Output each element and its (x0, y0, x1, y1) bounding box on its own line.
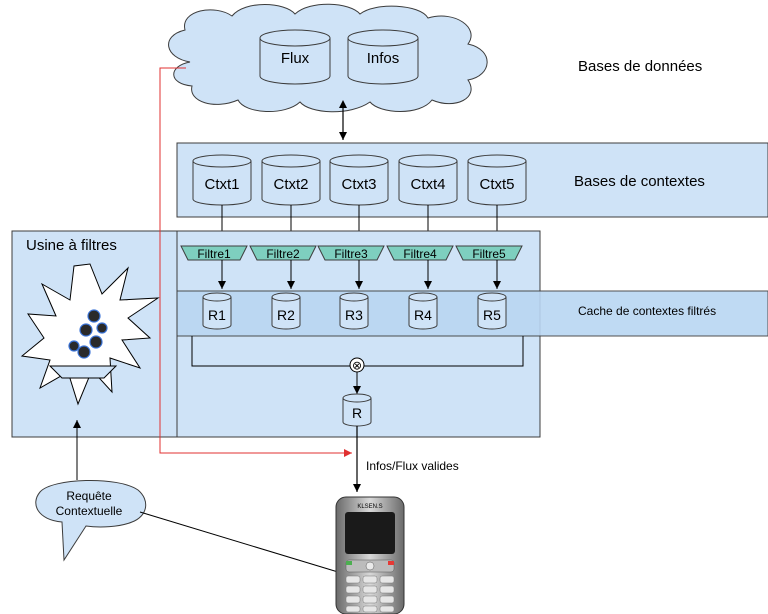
cache-db-1: R1 (202, 292, 232, 330)
context-db-3: Ctxt3 (329, 154, 389, 206)
bypass-red-line (159, 67, 352, 457)
filter-3: Filtre3 (317, 245, 385, 261)
cache-label: Cache de contextes filtrés (578, 304, 716, 318)
filter-label: Filtre3 (334, 247, 368, 261)
filter-label: Filtre2 (266, 247, 300, 261)
contexts-label: Bases de contextes (574, 173, 705, 190)
cache-db-4: R4 (408, 292, 438, 330)
mobile-phone-icon: KLSEN.S (335, 496, 405, 614)
cache-db-label: R3 (345, 307, 363, 323)
filter-label: Filtre5 (472, 247, 506, 261)
context-db-1: Ctxt1 (192, 154, 252, 206)
context-db-label: Ctxt1 (204, 176, 239, 193)
request-phone-line (139, 511, 339, 573)
cache-db-3: R3 (339, 292, 369, 330)
cache-db-label: R5 (483, 307, 501, 323)
filter-label: Filtre4 (403, 247, 437, 261)
database-flux: Flux (259, 29, 331, 85)
gears-burst-icon (20, 263, 160, 406)
database-infos: Infos (347, 29, 419, 85)
context-db-5: Ctxt5 (467, 154, 527, 206)
phone-brand: KLSEN.S (357, 504, 382, 510)
context-db-label: Ctxt3 (341, 176, 376, 193)
filter-4: Filtre4 (386, 245, 454, 261)
cache-db-label: R4 (414, 307, 432, 323)
result-cylinder: R (342, 393, 372, 427)
factory-title: Usine à filtres (26, 237, 117, 254)
cache-db-label: R1 (208, 307, 226, 323)
cache-db-2: R2 (271, 292, 301, 330)
cache-db-5: R5 (477, 292, 507, 330)
request-line2: Contextuelle (56, 504, 123, 518)
database-flux-label: Flux (281, 50, 310, 67)
filter-label: Filtre1 (197, 247, 231, 261)
request-bubble: Requête Contextuelle (35, 479, 147, 562)
output-label: Infos/Flux valides (366, 459, 459, 473)
context-db-4: Ctxt4 (398, 154, 458, 206)
cache-db-label: R2 (277, 307, 295, 323)
filter-1: Filtre1 (180, 245, 248, 261)
result-label: R (352, 405, 362, 421)
context-db-label: Ctxt4 (410, 176, 445, 193)
databases-label: Bases de données (578, 58, 702, 75)
context-db-2: Ctxt2 (261, 154, 321, 206)
context-db-label: Ctxt5 (479, 176, 514, 193)
merge-operator-symbol: ⊗ (352, 359, 362, 373)
database-infos-label: Infos (367, 50, 400, 67)
filter-5: Filtre5 (455, 245, 523, 261)
filter-2: Filtre2 (249, 245, 317, 261)
context-db-label: Ctxt2 (273, 176, 308, 193)
request-line1: Requête (66, 489, 112, 503)
